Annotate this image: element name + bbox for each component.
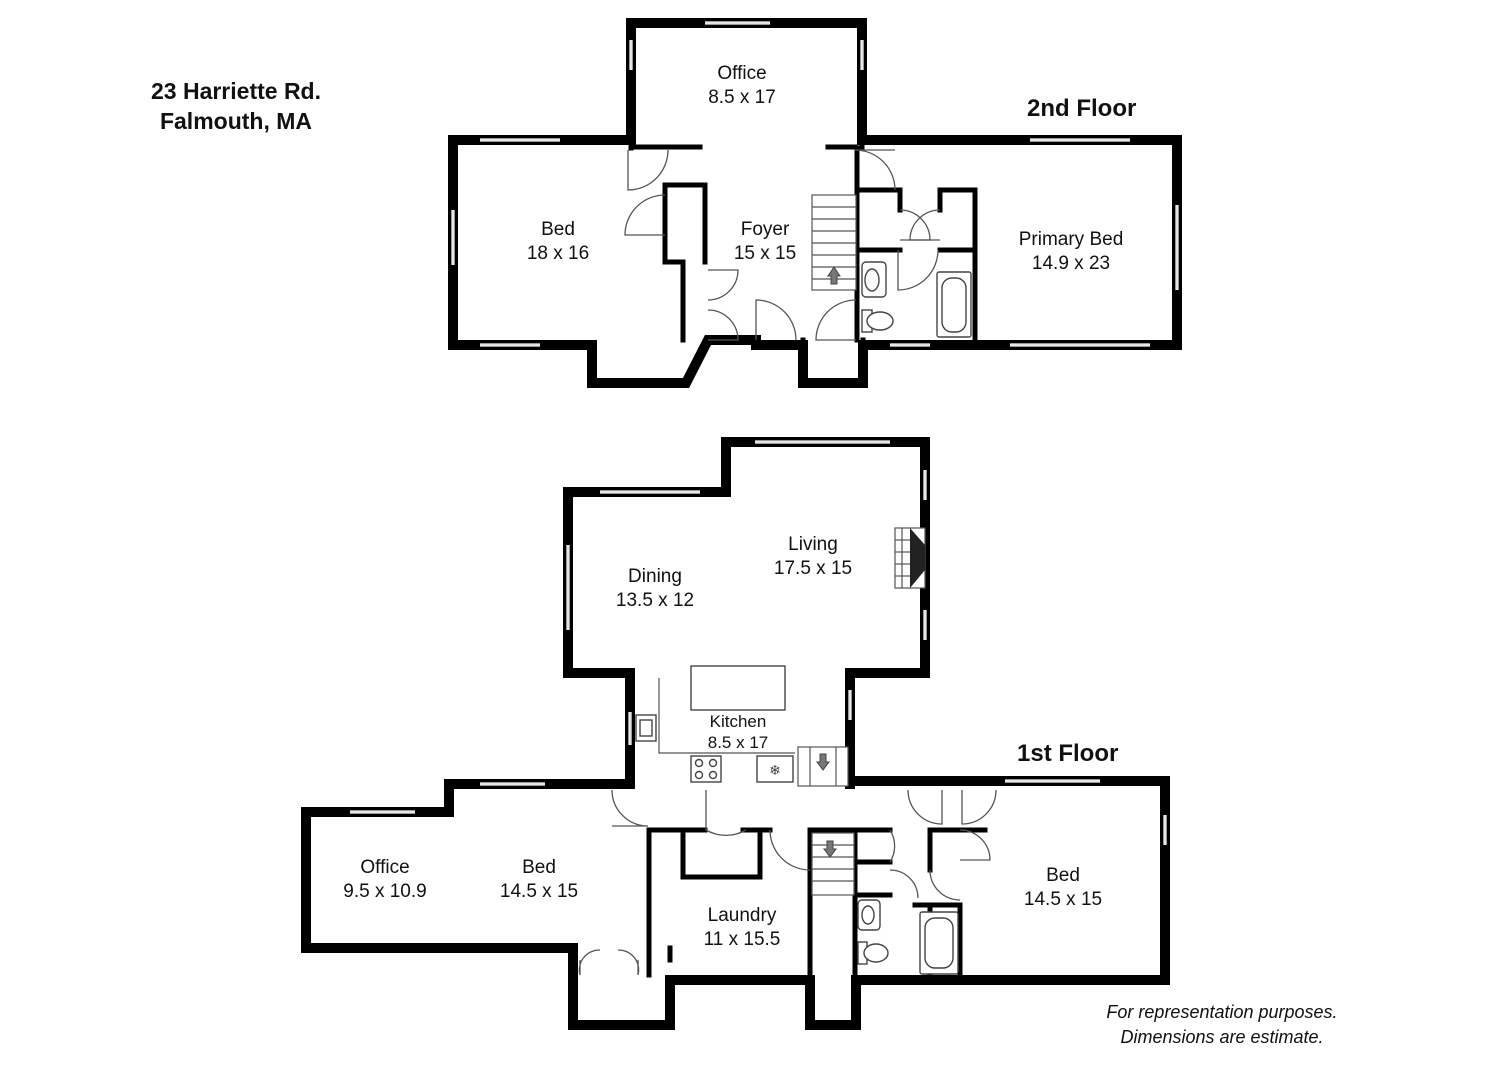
room-name: Laundry — [707, 905, 777, 926]
address-line2: Falmouth, MA — [159, 108, 313, 134]
room-size: 8.5 x 17 — [707, 733, 769, 752]
room-size: 14.9 x 23 — [1031, 253, 1111, 274]
second-floor-windows — [451, 21, 1179, 347]
room-size: 18 x 16 — [526, 243, 590, 264]
room-name: Bed — [541, 219, 575, 240]
room-size: 15 x 15 — [733, 243, 797, 264]
bed-office-closet-walls — [570, 945, 673, 963]
room-name: Foyer — [740, 219, 790, 240]
property-address: 23 Harriette Rd. Falmouth, MA — [136, 76, 336, 136]
first-floor-doors — [578, 789, 997, 976]
room-size: 14.5 x 15 — [499, 881, 579, 902]
room-name: Office — [360, 857, 410, 878]
room-label-dining: Dining 13.5 x 12 — [616, 565, 694, 613]
room-label-kitchen: Kitchen 8.5 x 17 — [708, 711, 769, 753]
room-name: Primary Bed — [1018, 229, 1124, 250]
room-name: Kitchen — [709, 712, 767, 731]
first-floor-bath-fixtures — [857, 899, 959, 975]
room-size: 14.5 x 15 — [1023, 889, 1103, 910]
second-floor-stairs — [811, 194, 857, 291]
room-label-office-1f: Office 9.5 x 10.9 — [343, 856, 426, 904]
room-size: 11 x 15.5 — [703, 929, 781, 950]
room-label-bed-2f: Bed 18 x 16 — [527, 218, 589, 266]
room-label-living: Living 17.5 x 15 — [774, 533, 852, 581]
first-floor-plan: ❄ — [301, 437, 1170, 1030]
disclaimer-note: For representation purposes. Dimensions … — [1072, 1000, 1372, 1050]
svg-text:❄: ❄ — [769, 763, 781, 779]
address-line1: 23 Harriette Rd. — [150, 78, 321, 104]
first-floor-stairs — [797, 746, 855, 896]
kitchen-fixtures: ❄ — [635, 665, 795, 783]
room-size: 8.5 x 17 — [708, 87, 776, 108]
first-floor-windows — [350, 440, 1167, 845]
room-label-primary-bed: Primary Bed 14.9 x 23 — [1019, 228, 1124, 276]
second-floor-bath-fixtures — [861, 261, 972, 338]
bed-foyer-wall — [662, 182, 708, 343]
room-label-laundry: Laundry 11 x 15.5 — [704, 904, 781, 952]
room-label-foyer: Foyer 15 x 15 — [734, 218, 796, 266]
first-floor-upper-exterior-wall — [563, 437, 930, 789]
room-name: Living — [788, 534, 838, 555]
room-label-bed-1f-right: Bed 14.5 x 15 — [1024, 864, 1102, 912]
room-label-office-2f: Office 8.5 x 17 — [708, 62, 776, 110]
bathroom-walls — [854, 187, 978, 343]
second-floor-label: 2nd Floor — [1027, 95, 1137, 122]
room-size: 13.5 x 12 — [615, 590, 695, 611]
second-floor-plan — [448, 18, 1182, 388]
second-floor-doors — [624, 149, 941, 341]
disclaimer-line2: Dimensions are estimate. — [1120, 1027, 1324, 1047]
closet-walls — [800, 337, 866, 348]
room-name: Bed — [522, 857, 556, 878]
disclaimer-line1: For representation purposes. — [1106, 1002, 1338, 1022]
room-size: 17.5 x 15 — [773, 558, 853, 579]
first-floor-interior-walls — [646, 827, 988, 978]
room-name: Bed — [1046, 865, 1080, 886]
office-bottom-wall — [628, 137, 865, 151]
room-size: 9.5 x 10.9 — [343, 881, 427, 902]
room-name: Dining — [628, 566, 682, 587]
first-floor-label: 1st Floor — [1017, 740, 1119, 767]
fireplace-icon — [894, 527, 926, 589]
room-name: Office — [717, 63, 767, 84]
room-label-bed-1f-left: Bed 14.5 x 15 — [500, 856, 578, 904]
